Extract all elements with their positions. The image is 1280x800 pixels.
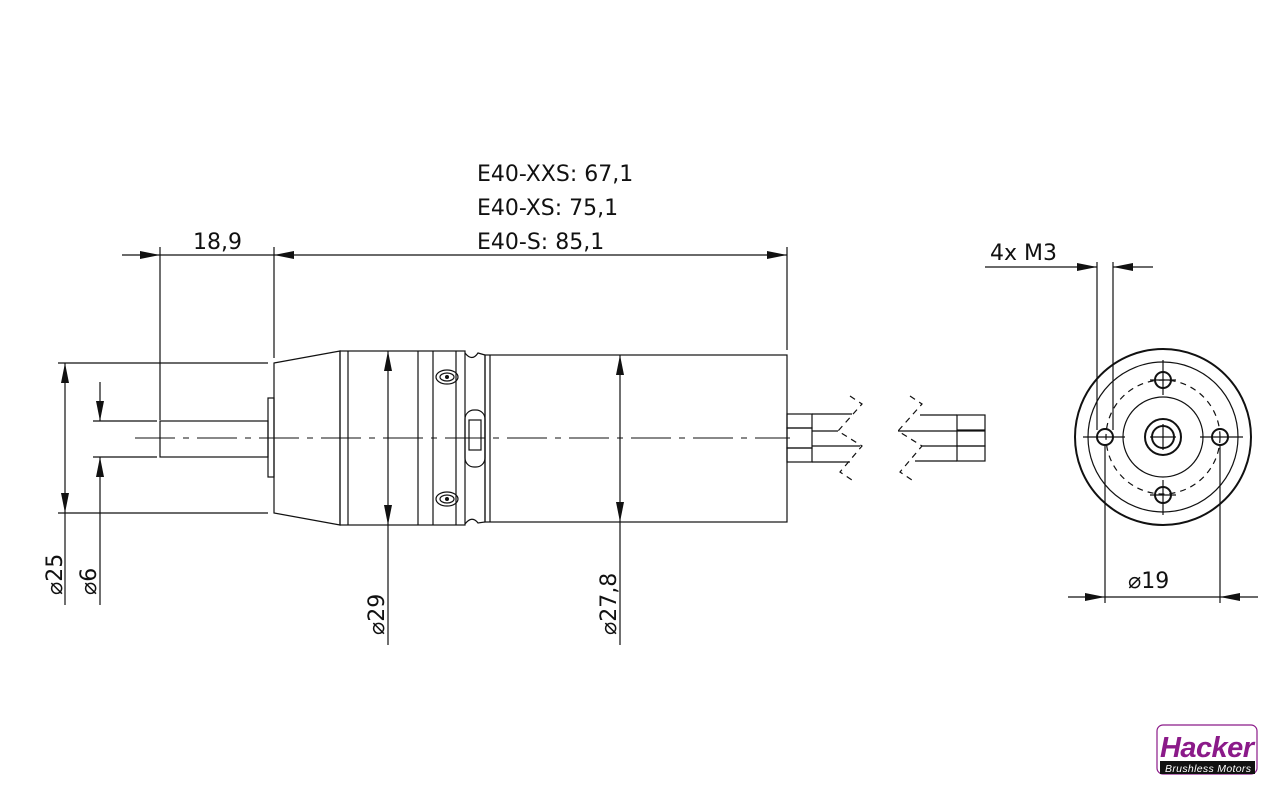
mount-holes	[1083, 360, 1243, 515]
hub	[1144, 418, 1182, 456]
outer-rim	[1074, 348, 1252, 526]
m3-label: 4x M3	[990, 241, 1057, 266]
dia-25-label: ⌀25	[43, 554, 68, 595]
hacker-logo: Hacker Brushless Motors	[1156, 724, 1258, 775]
screw-head-icon	[435, 369, 459, 385]
dia-19-label: ⌀19	[1128, 569, 1169, 594]
screw-head-icon	[435, 491, 459, 507]
logo-tagline: Brushless Motors	[1165, 763, 1252, 775]
shaft	[159, 420, 269, 458]
shaft-length-label: 18,9	[193, 230, 242, 255]
length-xxs: E40-XXS: 67,1	[477, 162, 633, 187]
dia-29-label: ⌀29	[365, 594, 390, 635]
length-s: E40-S: 85,1	[477, 230, 604, 255]
motor-side-view	[135, 350, 986, 526]
motor-front-view: 4x M3 ⌀19	[985, 241, 1258, 603]
logo-brand: Hacker	[1160, 732, 1256, 764]
dia-27-8-label: ⌀27,8	[597, 573, 622, 635]
dia-6-label: ⌀6	[77, 568, 102, 595]
length-dimension	[122, 247, 788, 420]
diameter-dimensions: ⌀25 ⌀6 ⌀29 ⌀27,8	[43, 351, 624, 645]
length-variant-labels: E40-XXS: 67,1 E40-XS: 75,1 E40-S: 85,1 1…	[193, 162, 633, 255]
length-xs: E40-XS: 75,1	[477, 196, 618, 221]
